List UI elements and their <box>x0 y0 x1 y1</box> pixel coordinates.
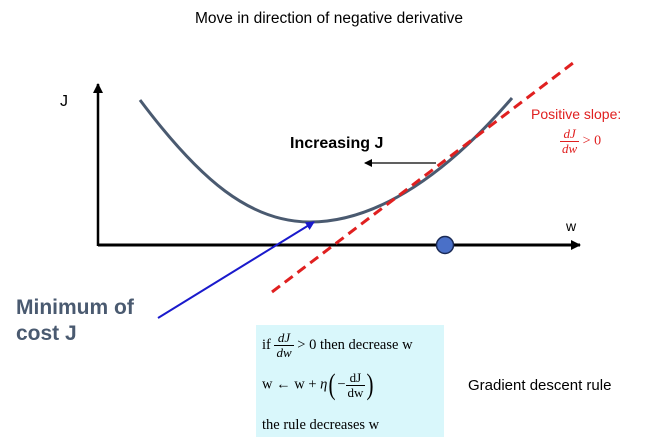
rule2-eta: η <box>320 376 328 393</box>
increasing-j-label: Increasing J <box>290 135 383 152</box>
rule2-minus: − <box>337 376 346 393</box>
rule2-paren-open: ( <box>328 368 336 401</box>
current-weight-dot <box>435 235 455 255</box>
minimum-label-line2: cost J <box>16 322 77 345</box>
rule1-numerator: dJ <box>274 331 294 346</box>
cost-curve <box>138 97 514 224</box>
x-axis-label: w <box>565 218 577 234</box>
positive-slope-formula: dJ dw > 0 <box>560 127 601 156</box>
rule1-fraction: dJ dw <box>274 331 294 360</box>
minimum-label-line1: Minimum of <box>16 296 135 319</box>
rule2-lhs: w ← w + <box>262 376 321 393</box>
positive-slope-fraction: dJ dw <box>560 127 580 156</box>
gradient-descent-rule-label: Gradient descent rule <box>468 377 612 394</box>
rule2-numerator: dJ <box>345 370 366 386</box>
rule-line-1: if dJ dw > 0 then decrease w <box>262 331 413 360</box>
positive-slope-label: Positive slope: <box>531 106 622 122</box>
rule2-denominator: dw <box>347 384 364 400</box>
rule-line-3: the rule decreases w <box>262 417 380 433</box>
rule-if: if <box>262 336 271 353</box>
rule2-paren-close: ) <box>366 368 374 401</box>
positive-slope-relation: > 0 <box>582 133 602 149</box>
diagram-title: Move in direction of negative derivative <box>195 10 463 27</box>
rule1-denominator: dw <box>276 345 292 360</box>
tangent-line <box>271 61 574 294</box>
rule1-rest: > 0 then decrease w <box>297 336 413 353</box>
positive-slope-numerator: dJ <box>560 127 580 142</box>
y-axis-label: J <box>60 93 68 110</box>
rule-box: if dJ dw > 0 then decrease w w ← w + η(−… <box>256 325 444 437</box>
positive-slope-denominator: dw <box>562 141 578 156</box>
minimum-pointer-arrow <box>157 221 315 319</box>
